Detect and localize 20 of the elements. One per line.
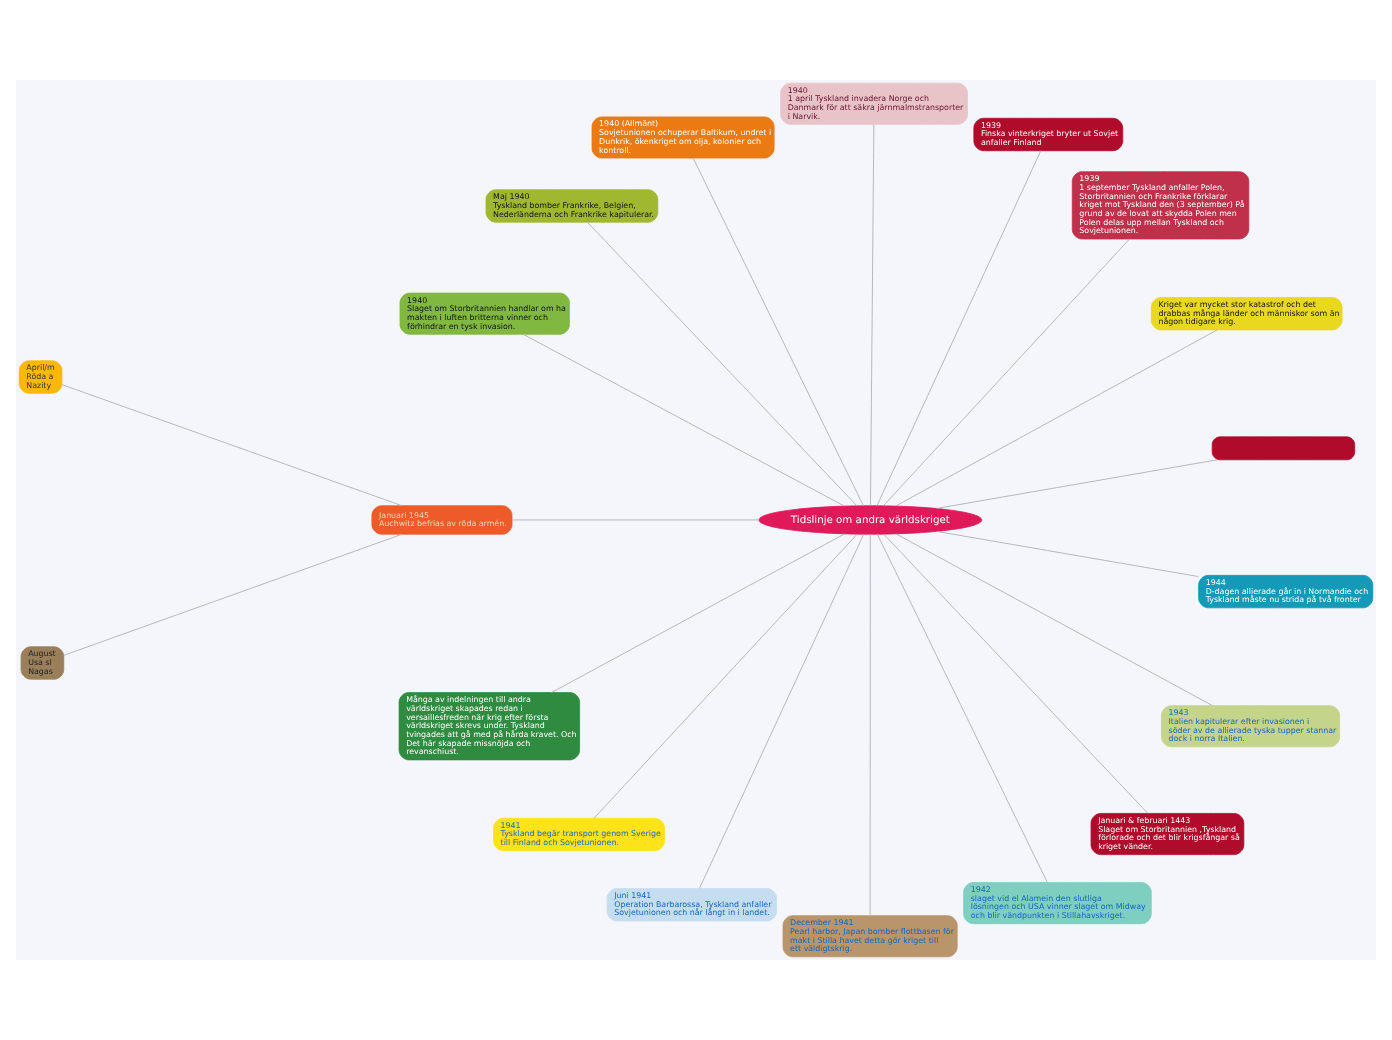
connector bbox=[551, 533, 845, 694]
connector bbox=[895, 533, 1213, 706]
connector bbox=[63, 533, 403, 656]
connector bbox=[511, 519, 760, 521]
connector bbox=[593, 533, 858, 819]
connector bbox=[883, 238, 1130, 507]
connector bbox=[869, 533, 871, 916]
node-box bbox=[1211, 436, 1356, 461]
connector bbox=[870, 124, 875, 507]
connector bbox=[522, 333, 845, 507]
connector bbox=[876, 150, 1042, 507]
connector bbox=[586, 221, 858, 507]
connector bbox=[883, 533, 1149, 814]
connector bbox=[61, 384, 403, 507]
connector bbox=[895, 329, 1218, 507]
connector bbox=[698, 533, 865, 889]
connector bbox=[876, 533, 1048, 883]
connector bbox=[936, 459, 1218, 509]
connector bbox=[936, 530, 1199, 578]
connector bbox=[692, 157, 864, 507]
